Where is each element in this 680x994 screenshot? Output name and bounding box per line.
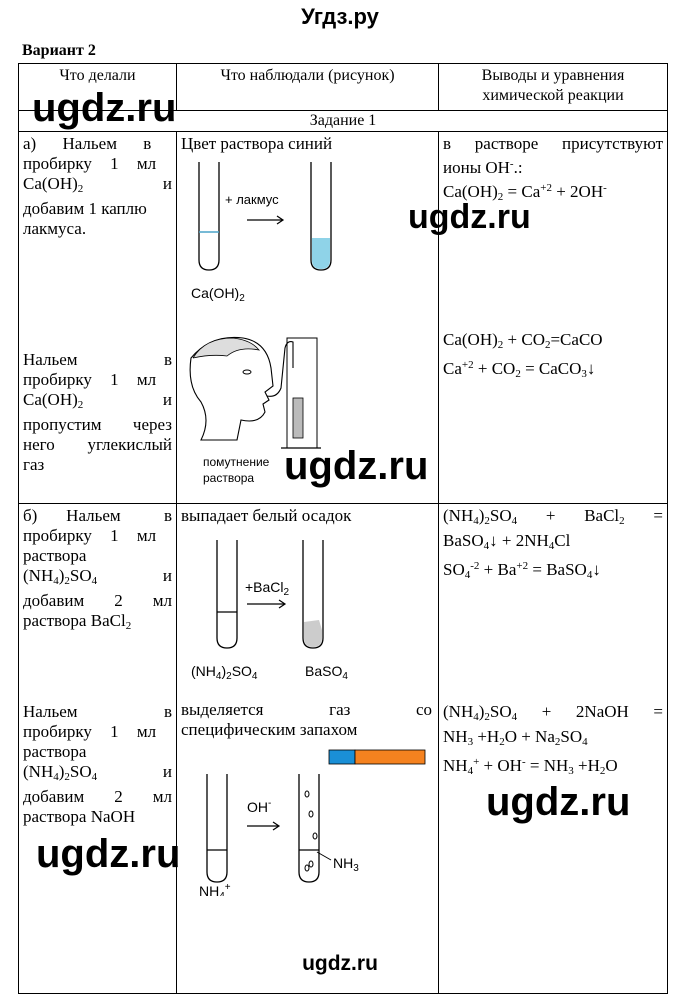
- row-b: б) Нальем в пробирку 1 мл раствора (NH4)…: [18, 503, 668, 994]
- arrow-right: [247, 599, 287, 609]
- a1-and: и: [162, 174, 172, 193]
- b2-reagent-label: OH-: [247, 798, 271, 815]
- test-tube-left: [198, 162, 220, 271]
- ph-strip-blue: [328, 749, 356, 765]
- a1-line2: пробирку 1 мл: [23, 154, 157, 173]
- breathing-tube: [266, 341, 294, 397]
- a2-equation-2: Ca+2 + CO2 = CaCO3↓: [443, 359, 596, 380]
- cell-a-did: а) Нальем в пробирку 1 мл Ca(OH)2 и доба…: [18, 131, 177, 504]
- person-head-outline: [189, 336, 274, 441]
- b2-observed-text: выделяется газ со специфическим запахом: [181, 700, 432, 739]
- test-tube-right: [310, 162, 332, 271]
- b1-fig-right-label: BaSO4: [305, 663, 348, 682]
- b1-fig-left-label: (NH4)2SO4: [191, 663, 258, 682]
- header-observed: Что наблюдали (рисунок): [176, 63, 439, 111]
- gas-bubble: [308, 860, 314, 868]
- gas-bubble: [308, 810, 314, 818]
- a1-conclusion: в растворе присутствуют ионы OH-.: Ca(OH…: [443, 134, 663, 330]
- cell-b-conclusions: (NH4)2SO4 + BaCl2 = BaSO4↓ + 2NH4Cl SO4-…: [438, 503, 668, 994]
- b2-conclusion: (NH4)2SO4 + 2NaOH = NH3 +H2O + Na2SO4 NH…: [443, 702, 663, 777]
- a2-and: и: [162, 390, 172, 409]
- b2-fig-left-label: NH4+: [199, 882, 231, 896]
- header-did: Что делали: [18, 63, 177, 111]
- a1-equation: Ca(OH)2 = Ca+2 + 2OH-: [443, 182, 607, 203]
- gas-bubble: [304, 790, 310, 798]
- test-tube-right: [302, 540, 324, 649]
- a1-line4: добавим 1 каплю: [23, 199, 147, 218]
- lab-table: Что делали Что наблюдали (рисунок) Вывод…: [18, 63, 668, 994]
- a2-line6: газ: [23, 455, 45, 474]
- person-eye: [242, 369, 252, 375]
- b1-reagent-label: +BaCl2: [245, 579, 290, 598]
- cell-b-observed: выпадает белый осадок +BaCl2 (NH4)2SO4 B…: [176, 503, 439, 994]
- a1-did-block: а) Нальем в пробирку 1 мл Ca(OH)2 и доба…: [23, 134, 172, 344]
- a1-reagent: Ca(OH): [23, 174, 78, 193]
- b2-figure: OH- NH3 NH4+: [199, 749, 426, 896]
- a2-fig-caption-2: раствора: [203, 471, 254, 485]
- a2-line5: него углекислый: [23, 435, 172, 454]
- cell-a-observed: Цвет раствора синий + лакмус Ca(OH)2 пом…: [176, 131, 439, 504]
- ph-strip-orange: [354, 749, 426, 765]
- white-precipitate: [304, 620, 322, 647]
- header-row: Что делали Что наблюдали (рисунок) Вывод…: [18, 63, 668, 111]
- a2-line2: пробирку 1 мл: [23, 370, 157, 389]
- gas-bubble: [312, 832, 318, 840]
- site-title: Угдз.ру: [301, 4, 379, 29]
- watermark: ugdz.ru: [408, 198, 531, 236]
- cell-b-did: б) Нальем в пробирку 1 мл раствора (NH4)…: [18, 503, 177, 994]
- test-tube-left: [216, 540, 238, 649]
- watermark: ugdz.ru: [486, 780, 631, 824]
- header-conclusions: Выводы и уравнения химической реакции: [438, 63, 668, 111]
- a2-conclusion: Ca(OH)2 + CO2=CaCO Ca+2 + CO2 = CaCO3↓: [443, 330, 663, 384]
- b1-figure: +BaCl2 (NH4)2SO4 BaSO4: [191, 540, 348, 682]
- b1-observed-text: выпадает белый осадок: [181, 506, 352, 525]
- footer: ugdz.ru: [302, 952, 378, 975]
- a1-fig-label: Ca(OH)2: [191, 285, 245, 304]
- b1-conclusion: (NH4)2SO4 + BaCl2 = BaSO4↓ + 2NH4Cl SO4-…: [443, 506, 663, 581]
- person-hair: [192, 337, 260, 359]
- b1-did-block: б) Нальем в пробирку 1 мл раствора (NH4)…: [23, 506, 172, 632]
- arrow-right: [247, 821, 281, 831]
- a1-line1: а) Нальем в: [23, 134, 152, 153]
- a2-did-block: Нальем в пробирку 1 мл Ca(OH)2 и пропуст…: [23, 350, 172, 475]
- variant-heading: Вариант 2: [22, 42, 96, 59]
- b2-did-block: Нальем в пробирку 1 мл раствора (NH4)2SO…: [23, 702, 172, 826]
- b2-gas-label: NH3: [333, 855, 359, 874]
- blue-solution: [312, 238, 330, 269]
- row-a: а) Нальем в пробирку 1 мл Ca(OH)2 и доба…: [18, 131, 668, 504]
- test-tube-left: [206, 774, 228, 883]
- cell-a-conclusions: в растворе присутствуют ионы OH-.: Ca(OH…: [438, 131, 668, 504]
- a2-reagent: Ca(OH): [23, 390, 78, 409]
- arrow-right: [247, 215, 285, 225]
- gas-bubble: [304, 864, 310, 872]
- watermark: ugdz.ru: [32, 86, 177, 130]
- a2-figure: помутнение раствора: [189, 336, 321, 485]
- apparatus-tube: [292, 397, 304, 439]
- a1-line5: лакмуса.: [23, 219, 87, 238]
- a2-line4: пропустим через: [23, 415, 172, 434]
- a2-line1: Нальем в: [23, 350, 172, 369]
- a1-reagent-label: + лакмус: [225, 192, 279, 207]
- watermark: ugdz.ru: [36, 832, 181, 876]
- watermark: ugdz.ru: [284, 444, 429, 488]
- test-tube-right: [298, 774, 320, 883]
- a2-fig-caption-1: помутнение: [203, 455, 270, 469]
- a1-observed-text: Цвет раствора синий: [181, 134, 333, 153]
- a2-line3: Ca(OH)2 и: [23, 390, 172, 415]
- a2-equation-1: Ca(OH)2 + CO2=CaCO: [443, 330, 603, 351]
- a1-figure: + лакмус Ca(OH)2: [191, 162, 332, 304]
- a1-line3: Ca(OH)2 и: [23, 174, 172, 199]
